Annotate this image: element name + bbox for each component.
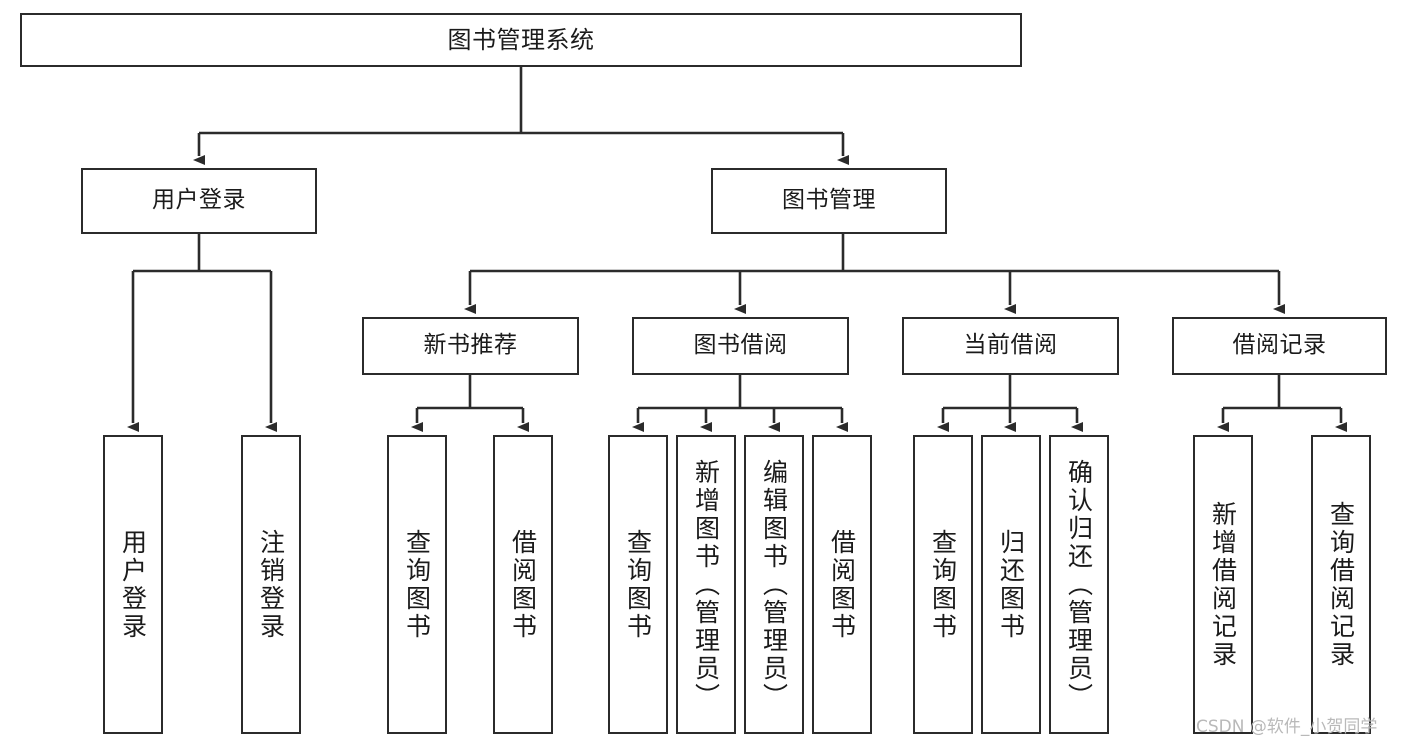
node-new-book-recommend[interactable]: 新书推荐 [362, 317, 579, 375]
leaf-current-return-book[interactable]: 归还图书 [981, 435, 1041, 734]
node-label: 新书推荐 [423, 332, 518, 359]
node-label: 图书借阅 [693, 332, 788, 359]
node-user-login[interactable]: 用户登录 [81, 168, 317, 234]
leaf-recommend-query-book[interactable]: 查询图书 [387, 435, 447, 734]
node-label: 当前借阅 [963, 332, 1058, 359]
node-root-system[interactable]: 图书管理系统 [20, 13, 1022, 67]
node-label: 借阅图书 [827, 528, 857, 641]
node-label: 新增借阅记录 [1208, 500, 1238, 669]
leaf-record-add-record[interactable]: 新增借阅记录 [1193, 435, 1253, 734]
node-label: 归还图书 [996, 528, 1026, 641]
node-label: 借阅图书 [508, 528, 538, 641]
leaf-borrow-borrow-book[interactable]: 借阅图书 [812, 435, 872, 734]
node-label: 查询图书 [623, 528, 653, 641]
node-current-borrow[interactable]: 当前借阅 [902, 317, 1119, 375]
leaf-borrow-query-book[interactable]: 查询图书 [608, 435, 668, 734]
node-label: 用户登录 [152, 187, 246, 214]
node-label: 查询借阅记录 [1326, 500, 1356, 669]
node-label: 图书管理 [782, 187, 876, 214]
csdn-watermark: CSDN @软件_小贺同学 [1196, 717, 1378, 737]
leaf-recommend-borrow-book[interactable]: 借阅图书 [493, 435, 553, 734]
node-label: 图书管理系统 [447, 25, 595, 54]
node-book-management[interactable]: 图书管理 [711, 168, 947, 234]
node-label: 确认归还（管理员） [1064, 458, 1094, 711]
node-label: 注销登录 [256, 528, 286, 641]
node-label: 查询图书 [928, 528, 958, 641]
leaf-borrow-edit-book-admin[interactable]: 编辑图书（管理员） [744, 435, 804, 734]
leaf-user-login-signout[interactable]: 注销登录 [241, 435, 301, 734]
leaf-user-login-signin[interactable]: 用户登录 [103, 435, 163, 734]
node-label: 编辑图书（管理员） [759, 458, 789, 711]
node-label: 借阅记录 [1232, 332, 1327, 359]
node-book-borrow[interactable]: 图书借阅 [632, 317, 849, 375]
node-label: 用户登录 [118, 528, 148, 641]
leaf-record-query-record[interactable]: 查询借阅记录 [1311, 435, 1371, 734]
leaf-current-confirm-return-admin[interactable]: 确认归还（管理员） [1049, 435, 1109, 734]
leaf-borrow-add-book-admin[interactable]: 新增图书（管理员） [676, 435, 736, 734]
leaf-current-query-book[interactable]: 查询图书 [913, 435, 973, 734]
node-label: 查询图书 [402, 528, 432, 641]
node-label: 新增图书（管理员） [691, 458, 721, 711]
node-borrow-record[interactable]: 借阅记录 [1172, 317, 1387, 375]
